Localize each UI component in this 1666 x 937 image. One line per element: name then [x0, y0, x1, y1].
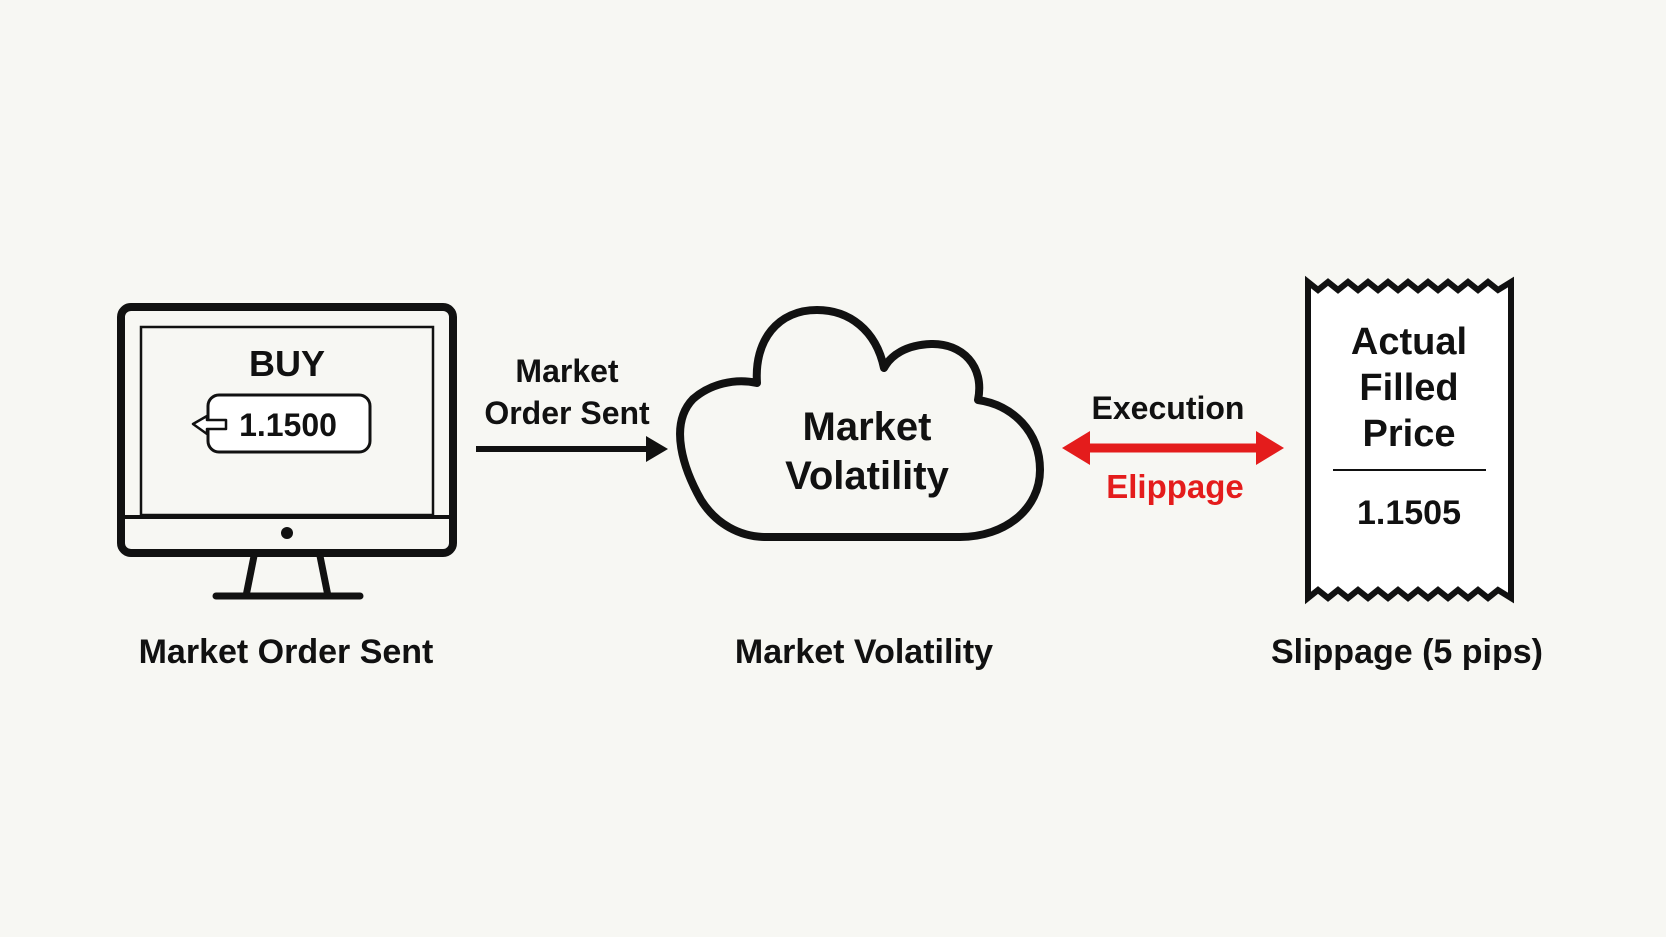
receipt-line1: Actual [1351, 321, 1467, 363]
caption-market-order-sent: Market Order Sent [138, 633, 434, 671]
monitor-stand-left [242, 552, 258, 600]
monitor-frame [117, 303, 457, 557]
order-arrow-head [646, 436, 668, 462]
cloud-icon [676, 306, 1044, 541]
receipt-line3: Price [1363, 413, 1456, 455]
monitor-power-dot [281, 527, 293, 539]
receipt-line2: Filled [1359, 367, 1458, 409]
caption-market-volatility: Market Volatility [734, 633, 994, 671]
arrow-one-label-line2: Order Sent [484, 395, 650, 431]
slippage-arrow-head-right [1256, 431, 1284, 465]
execution-label: Execution [1092, 390, 1245, 426]
cloud-label-line1: Market [803, 405, 932, 449]
filled-price-value: 1.1505 [1357, 494, 1461, 532]
cloud-label-line2: Volatility [785, 454, 949, 498]
cursor-arrow-icon [191, 414, 228, 436]
buy-price-value: 1.1500 [239, 407, 337, 443]
elippage-label: Elippage [1106, 468, 1244, 505]
slippage-arrow-head-left [1062, 431, 1090, 465]
buy-label: BUY [249, 343, 325, 384]
receipt-icon [1305, 275, 1514, 605]
caption-slippage: Slippage (5 pips) [1270, 633, 1544, 671]
monitor-icon [117, 303, 457, 600]
monitor-stand-right [316, 552, 332, 600]
arrow-one-label-line1: Market [515, 353, 619, 389]
